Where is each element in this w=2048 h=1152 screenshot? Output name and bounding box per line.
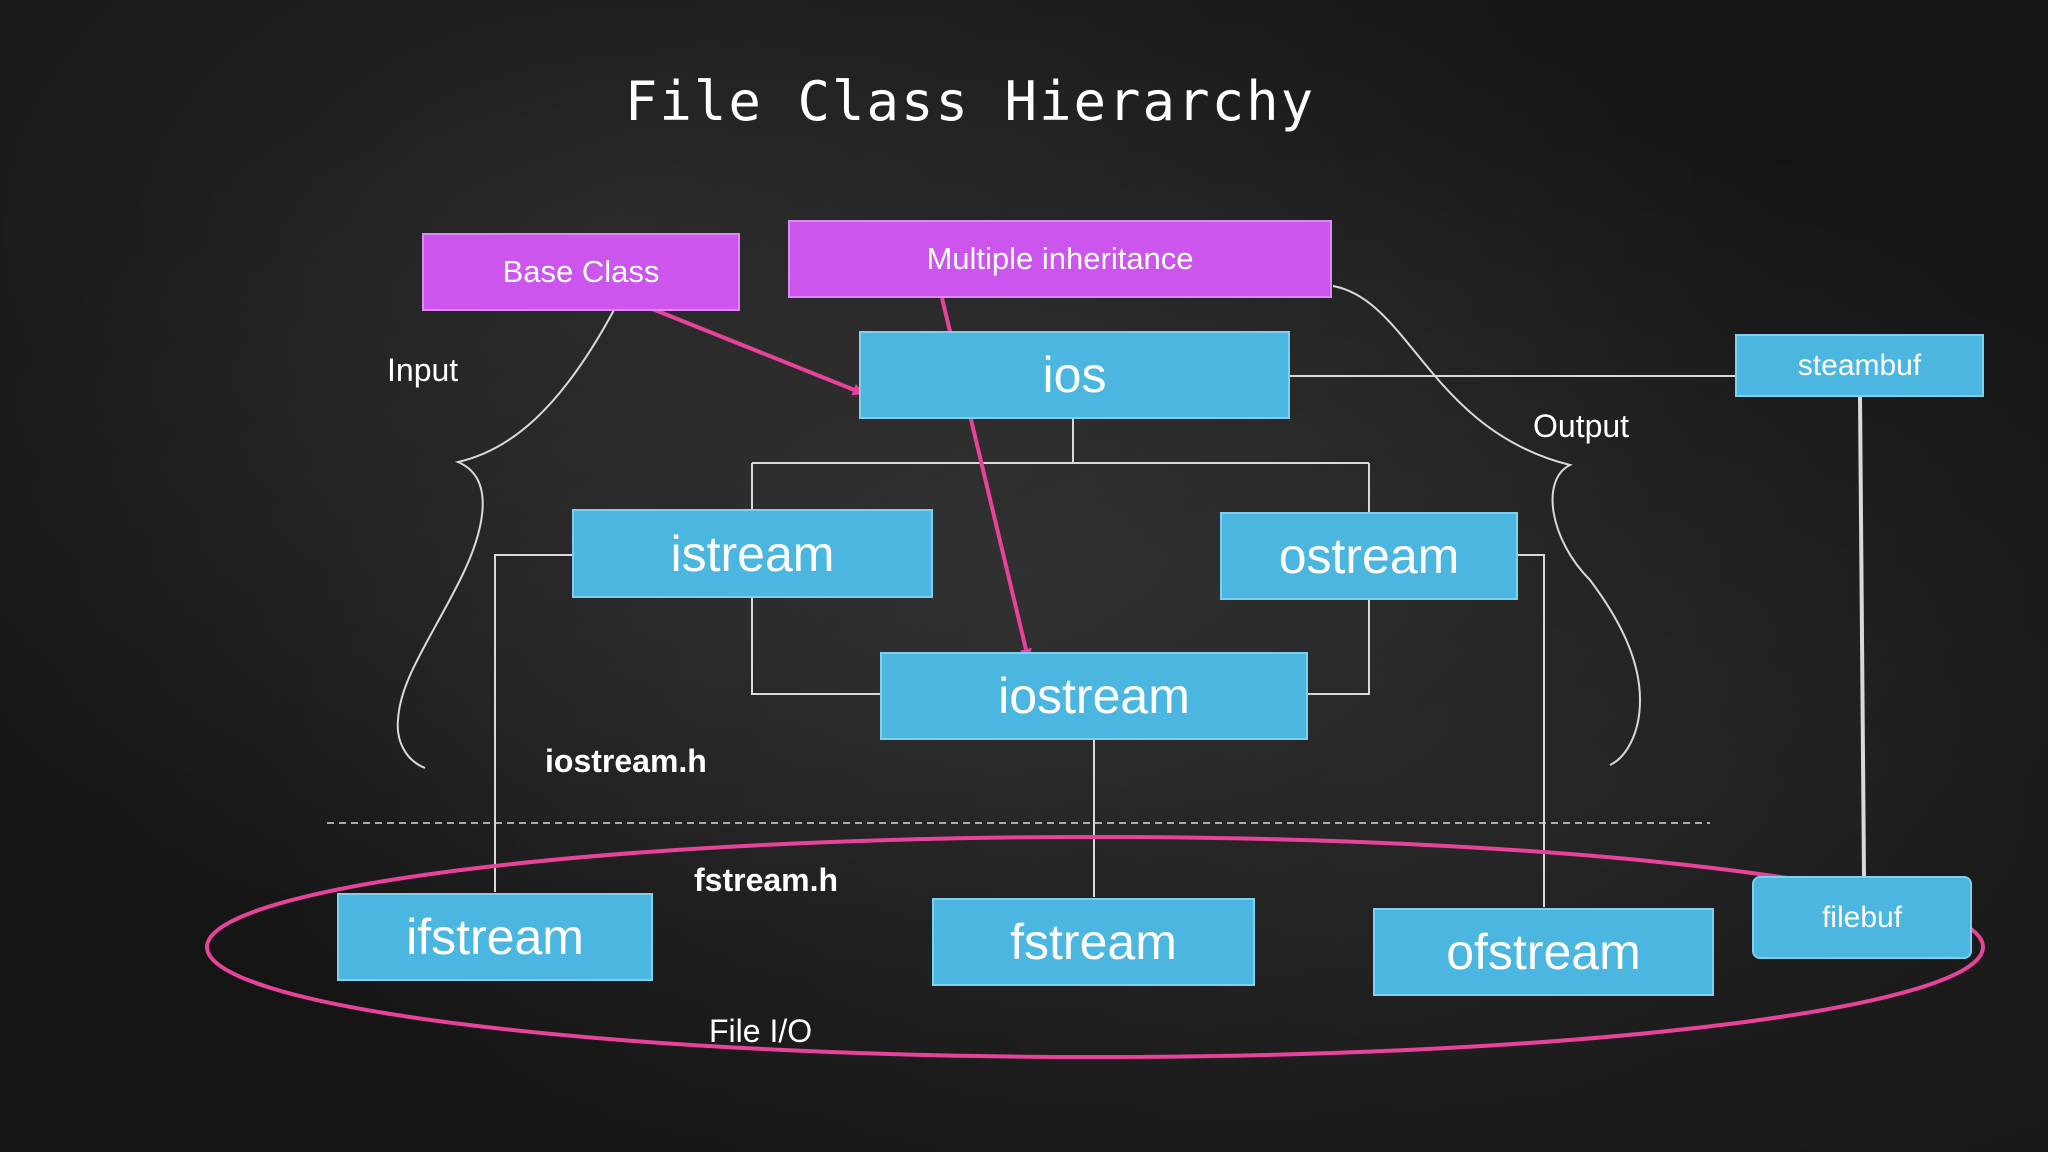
- fstream-header-label: fstream.h: [694, 862, 839, 898]
- class-ifstream: ifstream: [337, 893, 653, 981]
- iostream-header-label: iostream.h: [545, 743, 707, 779]
- class-filebuf: filebuf: [1752, 876, 1972, 959]
- output-brace: [1332, 285, 1642, 766]
- class-fstream: fstream: [932, 898, 1255, 986]
- page-title: File Class Hierarchy: [624, 70, 1316, 133]
- output-label: Output: [1533, 408, 1630, 444]
- connector-steambuf-filebuf: [1858, 396, 1866, 877]
- class-ofstream: ofstream: [1373, 908, 1714, 996]
- class-steambuf: steambuf: [1735, 334, 1984, 397]
- multiple-inheritance-annotation: Multiple inheritance: [788, 220, 1332, 298]
- connector-ostream-iostream: [1308, 600, 1370, 695]
- file-io-label: File I/O: [709, 1013, 813, 1049]
- class-iostream: iostream: [880, 652, 1308, 740]
- connector-ostream-ofstream: [1518, 554, 1545, 907]
- class-ostream: ostream: [1220, 512, 1518, 600]
- class-istream: istream: [572, 509, 933, 598]
- base-class-annotation: Base Class: [422, 233, 740, 311]
- class-ios: ios: [859, 331, 1290, 419]
- connector-istream-ifstream: [494, 554, 572, 892]
- connector-istream-iostream: [751, 597, 880, 695]
- base-class-arrow: [649, 306, 865, 396]
- file-io-ellipse: [205, 835, 1985, 1059]
- input-brace: [396, 309, 615, 769]
- input-label: Input: [387, 352, 459, 388]
